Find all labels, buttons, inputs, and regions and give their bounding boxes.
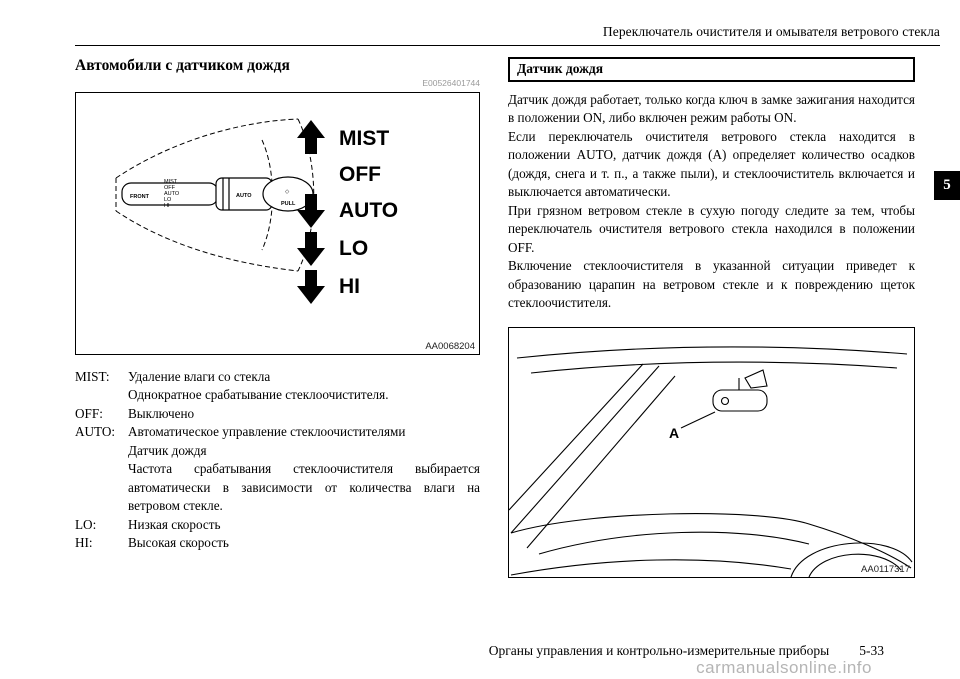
- stalk-markings: MIST OFF AUTO LO HI FRONT AUTO PULL ◇: [130, 179, 296, 209]
- def-line: Частота срабатывания стеклоочистителя вы…: [128, 461, 480, 514]
- footer: Органы управления и контрольно-измерител…: [489, 643, 884, 659]
- down-arrow-icon: [297, 270, 325, 304]
- def-term: HI:: [75, 535, 93, 551]
- position-labels: MIST OFF AUTO LO HI: [339, 127, 398, 298]
- section-heading: Автомобили с датчиком дождя: [75, 57, 290, 74]
- position-label-lo: LO: [339, 237, 368, 260]
- def-desc: Удаление влаги со стекла Однократное сра…: [128, 368, 480, 405]
- position-label-mist: MIST: [339, 127, 389, 150]
- chapter-tab: 5: [934, 171, 960, 200]
- position-label-off: OFF: [339, 163, 381, 186]
- def-term: OFF:: [75, 405, 103, 421]
- def-term: AUTO:: [75, 424, 116, 440]
- def-desc: Высокая скорость: [128, 534, 480, 552]
- washer-diamond-icon: ◇: [285, 189, 290, 195]
- knob-auto-label: AUTO: [236, 193, 252, 199]
- stalk-label-hi: HI: [164, 203, 170, 209]
- definition-row: LO: Низкая скорость: [75, 516, 480, 534]
- figure-code: AA0068204: [425, 341, 475, 352]
- paragraph: Если переключатель очистителя ветрового …: [508, 128, 915, 200]
- def-line: Удаление влаги со стекла: [128, 369, 271, 384]
- def-line: Однократное срабатывание стеклоочистител…: [128, 387, 389, 403]
- def-desc: Автоматическое управление стеклоочистите…: [128, 423, 480, 515]
- page-number: 5-33: [859, 643, 884, 658]
- boxed-subheading: Датчик дождя: [508, 57, 915, 82]
- definition-row: AUTO: Автоматическое управление стеклооч…: [75, 423, 480, 515]
- def-line: Датчик дождя: [128, 442, 207, 458]
- tip-pull-label: PULL: [281, 201, 296, 207]
- running-header: Переключатель очистителя и омывателя вет…: [602, 24, 940, 39]
- def-desc: Выключено: [128, 405, 480, 423]
- position-label-auto: AUTO: [339, 199, 398, 222]
- definition-row: OFF: Выключено: [75, 405, 480, 423]
- def-line: Выключено: [128, 405, 195, 421]
- rain-sensor: [744, 369, 768, 389]
- sensor-label-a: A: [669, 425, 679, 441]
- label-leader-line: [680, 411, 716, 429]
- def-term: MIST:: [75, 369, 110, 384]
- wiper-stalk: [121, 176, 314, 212]
- rain-sensor-figure: A AA0117317: [508, 326, 915, 578]
- definition-row: MIST: Удаление влаги со стекла Однократн…: [75, 368, 480, 405]
- footer-chapter-title: Органы управления и контрольно-измерител…: [488, 643, 830, 658]
- section-code: E00526401744: [422, 78, 480, 88]
- wiper-stalk-figure: MIST OFF AUTO LO HI FRONT AUTO PULL ◇: [75, 92, 480, 355]
- rear-view-mirror: [712, 369, 768, 412]
- windshield-outline: [508, 346, 913, 578]
- down-arrow-icon: [297, 232, 325, 266]
- windshield-diagram: A: [508, 346, 913, 578]
- up-arrow-icon: [297, 120, 325, 154]
- definitions-list: MIST: Удаление влаги со стекла Однократн…: [75, 368, 480, 553]
- wiper-stalk-diagram: MIST OFF AUTO LO HI FRONT AUTO PULL ◇: [115, 118, 398, 304]
- left-column: Автомобили с датчиком дождя E00526401744: [75, 57, 480, 553]
- paragraph: Включение стеклоочистителя в указанной с…: [508, 258, 915, 311]
- def-term: LO:: [75, 516, 97, 532]
- stalk-front-label: FRONT: [130, 194, 150, 200]
- watermark: carmanualsonline.info: [696, 658, 872, 677]
- stalk-label-mist: MIST: [164, 179, 178, 185]
- stalk-label-off: OFF: [164, 185, 176, 191]
- right-column: Датчик дождя Датчик дождя работает, толь…: [508, 57, 915, 578]
- def-line: Низкая скорость: [128, 516, 221, 532]
- stalk-label-lo: LO: [164, 197, 172, 203]
- definition-row: HI: Высокая скорость: [75, 534, 480, 552]
- def-line: Автоматическое управление стеклоочистите…: [128, 424, 406, 440]
- down-arrow-icon: [297, 194, 325, 228]
- paragraph: При грязном ветровом стекле в сухую пого…: [508, 202, 915, 255]
- position-label-hi: HI: [339, 275, 360, 298]
- body-text: Датчик дождя работает, только когда ключ…: [508, 91, 915, 313]
- header-divider: [75, 45, 940, 46]
- paragraph: Датчик дождя работает, только когда ключ…: [508, 92, 915, 126]
- def-line: Высокая скорость: [128, 535, 229, 551]
- figure-code: AA0117317: [861, 563, 910, 575]
- stalk-label-auto: AUTO: [164, 191, 180, 197]
- direction-arrows: [297, 120, 325, 304]
- def-desc: Низкая скорость: [128, 516, 480, 534]
